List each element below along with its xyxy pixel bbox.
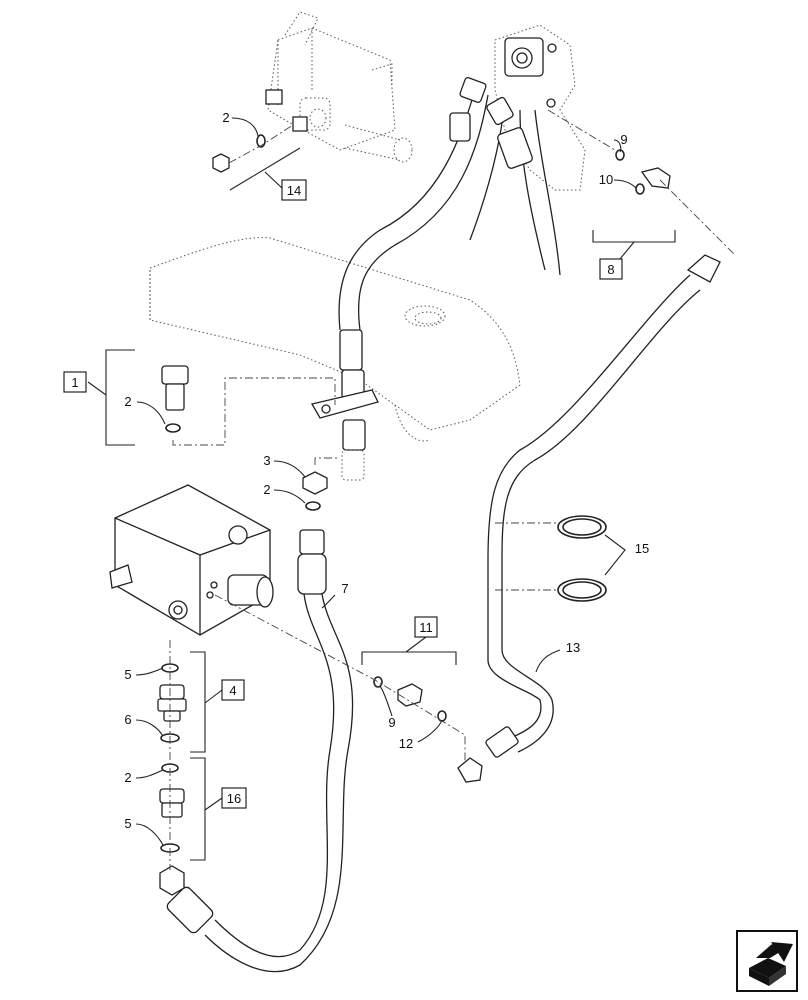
callout-13: 13 [566, 640, 580, 655]
callout-6: 6 [124, 712, 131, 727]
callout-labels: 1 2 2 2 2 3 4 5 5 6 7 8 9 9 10 11 12 13 … [71, 110, 649, 831]
callout-10: 10 [599, 172, 613, 187]
callout-3: 3 [263, 453, 270, 468]
steering-control-unit [494, 24, 736, 256]
valve-block [109, 484, 274, 636]
steering-hoses [338, 77, 561, 331]
callout-8: 8 [607, 262, 614, 277]
callout-12: 12 [399, 736, 413, 751]
callout-5-group-16: 5 [124, 816, 131, 831]
callout-5-group-4: 5 [124, 667, 131, 682]
callout-box-16 [221, 787, 247, 809]
callout-4: 4 [229, 683, 236, 698]
fitting-group-4 [157, 663, 187, 743]
hose-13 [457, 254, 721, 783]
callout-box-8 [599, 258, 623, 280]
oring-set-15 [495, 515, 607, 602]
hose-connection-fitting [311, 329, 379, 481]
nut-and-oring-3 [302, 457, 340, 511]
callout-2-bracket-bolt: 2 [222, 110, 229, 125]
callout-box-1 [63, 371, 87, 393]
adapter-fitting-1 [161, 365, 336, 446]
pivot-bracket-assembly [212, 11, 413, 173]
callout-11: 11 [419, 620, 433, 635]
callout-9-group-11: 9 [388, 715, 395, 730]
hose-7 [159, 529, 354, 973]
callout-2-hose-7: 2 [263, 482, 270, 497]
callout-2-group-16: 2 [124, 770, 131, 785]
callout-9-steering: 9 [620, 132, 627, 147]
callout-box-4 [221, 679, 245, 701]
chassis-frame [149, 237, 521, 442]
callout-1: 1 [71, 375, 78, 390]
callout-14: 14 [287, 183, 301, 198]
callout-box-14 [281, 179, 307, 201]
callout-7: 7 [341, 581, 348, 596]
next-page-arrow-icon[interactable] [736, 930, 798, 992]
callout-16: 16 [227, 791, 241, 806]
callout-box-11 [414, 616, 438, 638]
callout-15: 15 [635, 541, 649, 556]
callout-2-fitting-1: 2 [124, 394, 131, 409]
callout-boxes [63, 179, 623, 809]
group-brackets [87, 117, 676, 861]
fitting-group-16 [159, 763, 185, 853]
